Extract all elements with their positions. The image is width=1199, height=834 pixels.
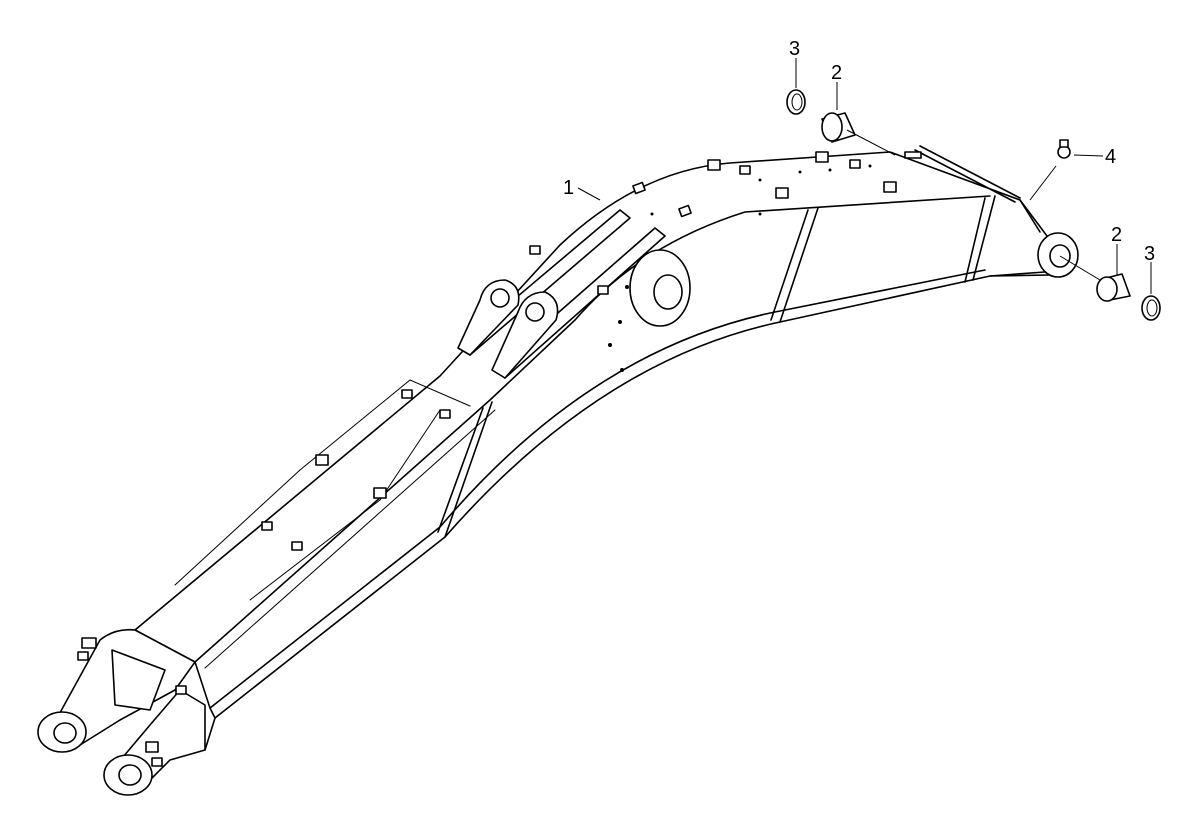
callout-2-upper: 2 bbox=[831, 62, 842, 84]
seal-ring-icon bbox=[1141, 295, 1161, 321]
leader-lines bbox=[577, 58, 1152, 294]
grease-fitting-icon bbox=[1057, 139, 1071, 159]
callout-1: 1 bbox=[563, 177, 574, 199]
boom-structure bbox=[37, 145, 1079, 796]
callout-2-lower: 2 bbox=[1111, 224, 1122, 246]
bushing-icon bbox=[1096, 273, 1131, 302]
seal-ring-icon bbox=[786, 89, 806, 115]
bushing-icon bbox=[821, 112, 856, 143]
callout-4: 4 bbox=[1105, 146, 1116, 168]
callout-3-lower: 3 bbox=[1144, 243, 1155, 265]
callout-3-upper: 3 bbox=[789, 38, 800, 60]
